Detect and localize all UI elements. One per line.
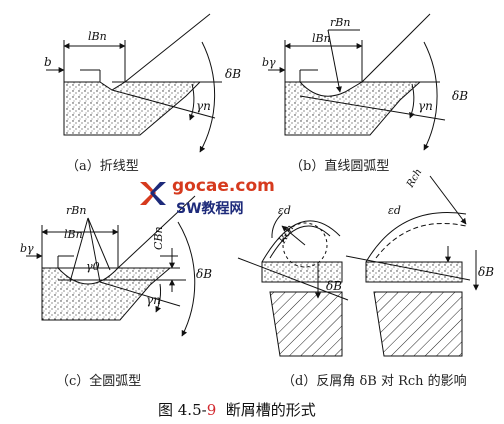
caption-c: （c）全圆弧型 [56,374,142,389]
caption-b: （b）直线圆弧型 [290,159,390,174]
label-cbn-c: CBn [152,226,165,250]
label-rbn-b: rBn [330,16,350,29]
label-gamman-c: γn [146,293,161,307]
watermark-logo-icon [140,182,166,205]
figure-number: 9 [206,401,217,419]
label-lbn-a: lBn [88,30,107,43]
workpiece-d-right [373,291,463,357]
label-epsd-d-left: εd [278,204,291,217]
label-deltab-b: δB [452,89,468,103]
label-deltab-c: δB [196,267,212,281]
label-deltab-d-right: δB [478,265,494,279]
label-deltab-d-left: δB [326,279,342,293]
label-by-b: bγ [262,56,276,69]
tool-body-c [41,267,172,321]
tool-body-d-left [261,261,343,283]
label-lbn-c: lBn [64,228,83,241]
watermark-site: gocae.com [172,176,275,196]
panel-c [26,195,196,337]
panel-b [268,13,446,151]
label-epsd-d-right: εd [388,204,401,217]
figure-title-text: 断屑槽的形式 [225,401,316,419]
label-lbn-b: lBn [312,32,331,45]
watermark-brand: SW教程网 [176,201,244,217]
label-b-a: b [44,55,52,69]
panel-a [46,13,222,153]
tool-body-d-right [365,261,463,283]
panel-d-right [345,175,479,357]
label-rch-d-right: Rch [405,167,425,190]
figure-title: 图 4.5-9 断屑槽的形式 [158,401,316,419]
label-gamman-b: γn [418,99,433,113]
label-by-c: bγ [20,242,34,255]
caption-d: （d）反屑角 δB 对 Rch 的影响 [282,374,467,389]
label-deltab-a: δB [225,67,241,81]
panel-d-left [237,213,349,357]
tool-body-b [284,81,422,136]
label-gamman-a: γn [196,99,211,113]
workpiece-d-left [269,291,343,357]
caption-a: （a）折线型 [66,159,139,174]
label-gamma0-c: γ0 [86,260,100,273]
label-rbn-c: rBn [66,204,86,217]
